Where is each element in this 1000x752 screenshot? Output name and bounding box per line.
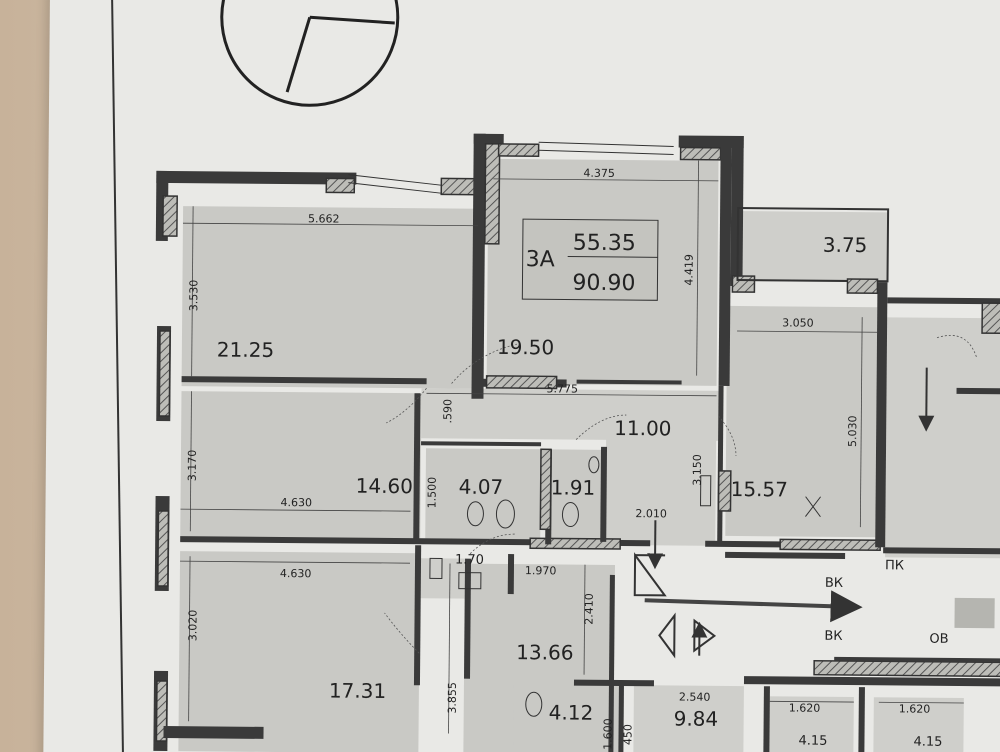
dim-label: 3.855 (446, 682, 459, 714)
dim-label: 1.620 (789, 701, 821, 714)
floor-plan-drawing: 3А 55.35 90.90 21.25 19.50 3.75 11.00 14… (110, 0, 1000, 752)
dim-label: .590 (441, 399, 454, 424)
apartment-living-area: 55.35 (573, 231, 636, 257)
dim-label: 3.020 (186, 610, 199, 642)
sheet-border-line (110, 0, 125, 752)
room-fills (178, 158, 1000, 752)
room-bedroom-1-area: 19.50 (497, 335, 554, 359)
fixtures (429, 456, 822, 717)
dim-label: 5.030 (846, 415, 859, 447)
apartment-label-box: 3А 55.35 90.90 (521, 218, 659, 301)
room-lower-right-1-area: 4.15 (798, 734, 827, 749)
apartment-total-area: 90.90 (572, 271, 635, 297)
room-storage-area: 1.70 (455, 553, 484, 568)
walls (153, 133, 1000, 752)
north-compass (220, 0, 400, 107)
label-vk-lower: ВК (824, 629, 842, 644)
entrance-symbols (633, 367, 995, 659)
room-kitchen-area: 15.57 (731, 477, 788, 501)
door-swings (384, 334, 978, 654)
room-corridor-area: 13.66 (516, 640, 573, 664)
room-wc-area: 1.91 (551, 475, 596, 499)
dim-label: 4.375 (583, 167, 615, 180)
label-ov: ОВ (929, 632, 948, 647)
room-bedroom-3-area: 17.31 (329, 678, 386, 702)
dim-label: 2.010 (635, 507, 667, 520)
dim-label: 1.500 (425, 477, 438, 509)
room-area-labels: 21.25 19.50 3.75 11.00 14.60 4.07 1.91 1… (217, 233, 943, 750)
dim-label: 4.419 (682, 254, 695, 286)
dim-label: 2.410 (582, 593, 595, 625)
room-living-area: 21.25 (217, 337, 274, 361)
room-bath-2-area: 4.12 (549, 700, 594, 724)
dim-label: 5.662 (308, 212, 340, 225)
dim-label: 1.600 (601, 718, 614, 750)
dim-label: 3.170 (186, 450, 199, 482)
utility-labels: ВК ВК ПК ОВ (824, 558, 948, 647)
dim-label: 4.630 (280, 567, 312, 580)
room-lower-mid-area: 9.84 (674, 706, 719, 730)
dim-label: 5.775 (546, 382, 578, 395)
apartment-type: 3А (526, 247, 555, 272)
label-vk-upper: ВК (825, 576, 843, 591)
dim-label: 4.630 (280, 496, 312, 509)
dim-label: 3.530 (187, 280, 200, 312)
room-bath-area: 4.07 (459, 475, 504, 499)
dimension-lines (180, 160, 964, 734)
room-bedroom-2-area: 14.60 (356, 474, 413, 498)
dim-label: 3.050 (782, 316, 814, 329)
dim-label: 2.540 (679, 691, 711, 704)
dim-label: 1.970 (525, 564, 557, 577)
floor-plan-sheet: 3А 55.35 90.90 21.25 19.50 3.75 11.00 14… (43, 0, 1000, 752)
dim-label: 450 (621, 724, 634, 745)
dim-label: 1.620 (899, 702, 931, 715)
dimension-labels: 4.375 5.662 3.530 4.419 3.050 5.030 5.77… (186, 167, 931, 750)
room-hall-area: 11.00 (614, 416, 671, 440)
room-lower-right-2-area: 4.15 (913, 735, 942, 750)
room-balcony-area: 3.75 (823, 233, 868, 257)
label-pk: ПК (885, 558, 904, 573)
dim-label: 3.150 (691, 454, 704, 486)
